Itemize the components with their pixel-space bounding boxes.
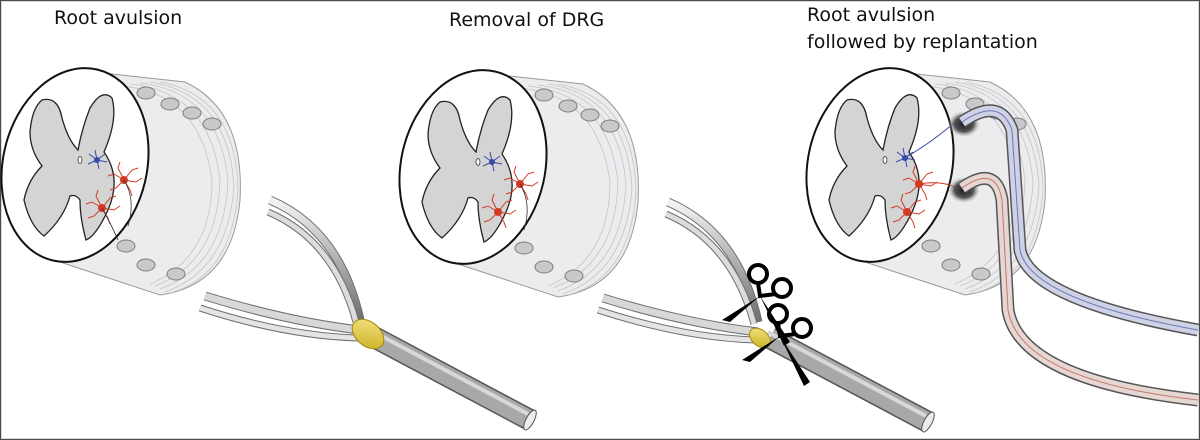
- panel-3-title-line-1: Root avulsion: [807, 4, 936, 26]
- panel-1-illustration: [0, 52, 539, 431]
- dorsal-root-ganglion-icon: [748, 327, 772, 349]
- panel-2-illustration: [379, 54, 937, 433]
- spinal-cord-section-icon: [0, 52, 242, 296]
- dorsal-root-ganglion-icon: [351, 318, 385, 350]
- spinal-cord-section-icon: [379, 54, 640, 298]
- panel-3-title-line-2: followed by replantation: [807, 31, 1038, 53]
- panel-1-title: Root avulsion: [54, 7, 183, 29]
- replanted-root-icon: [948, 104, 1200, 407]
- panel-2-title: Removal of DRG: [449, 9, 605, 31]
